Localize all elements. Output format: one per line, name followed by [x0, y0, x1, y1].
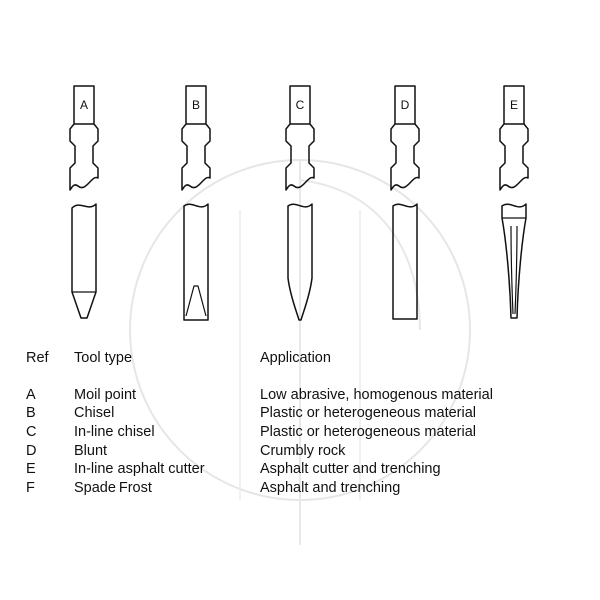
tool-label-c: C — [296, 98, 305, 112]
tool-label-b: B — [192, 98, 200, 112]
header-ref: Ref — [26, 350, 49, 366]
legend-row: E In-line asphalt cutter Asphalt cutter … — [26, 460, 586, 479]
header-tool-type: Tool type — [74, 350, 133, 366]
legend-header-row: Ref Tool type Application — [26, 349, 586, 368]
tool-tip-inline-chisel — [287, 203, 313, 321]
tool-a: A — [69, 85, 99, 319]
tip-detail — [185, 285, 207, 317]
row-application: Asphalt cutter and trenching — [260, 461, 441, 478]
legend-row: D Blunt Crumbly rock — [26, 442, 586, 461]
legend-table: Ref Tool type Application A Moil point L… — [26, 349, 586, 498]
tool-label-a: A — [80, 98, 88, 112]
tool-tip-blunt — [392, 203, 418, 320]
row-tool-type: Spade Frost — [74, 480, 152, 497]
row-ref: A — [26, 386, 36, 403]
tool-tip-chisel — [183, 203, 209, 321]
row-application: Plastic or heterogeneous material — [260, 405, 477, 422]
tools-diagram: A B C D E — [69, 85, 529, 321]
tool-shank — [285, 85, 315, 191]
tool-e: E — [499, 85, 529, 319]
tool-shank — [181, 85, 211, 191]
row-tool-type: Moil point — [74, 386, 137, 403]
tool-label-d: D — [401, 98, 410, 112]
tip-detail — [510, 225, 514, 315]
tool-b: B — [181, 85, 211, 321]
tool-shank — [499, 85, 529, 191]
legend-row: B Chisel Plastic or heterogeneous materi… — [26, 404, 586, 423]
tool-label-e: E — [510, 98, 518, 112]
tool-shank — [390, 85, 420, 191]
row-ref: D — [26, 442, 37, 459]
row-ref: F — [26, 480, 35, 497]
row-application: Plastic or heterogeneous material — [260, 424, 477, 441]
row-tool-type: Chisel — [74, 405, 115, 422]
tip-detail — [514, 225, 518, 315]
legend-row: F Spade Frost Asphalt and trenching — [26, 479, 586, 498]
row-ref: C — [26, 424, 37, 441]
tool-tip-asphalt-cutter — [501, 203, 527, 319]
row-application: Low abrasive, homogenous material — [260, 386, 493, 403]
tool-c: C — [285, 85, 315, 321]
row-ref: B — [26, 405, 36, 422]
row-tool-type: In-line chisel — [74, 424, 155, 441]
legend-row: A Moil point Low abrasive, homogenous ma… — [26, 386, 586, 405]
row-tool-type: Blunt — [74, 442, 108, 459]
tool-d: D — [390, 85, 420, 320]
legend-row: C In-line chisel Plastic or heterogeneou… — [26, 423, 586, 442]
tool-shank — [69, 85, 99, 191]
row-application: Crumbly rock — [260, 442, 346, 459]
row-tool-type: In-line asphalt cutter — [74, 461, 205, 478]
row-ref: E — [26, 461, 36, 478]
tool-tip-point — [71, 203, 97, 319]
header-application: Application — [260, 350, 331, 366]
row-application: Asphalt and trenching — [260, 480, 401, 497]
